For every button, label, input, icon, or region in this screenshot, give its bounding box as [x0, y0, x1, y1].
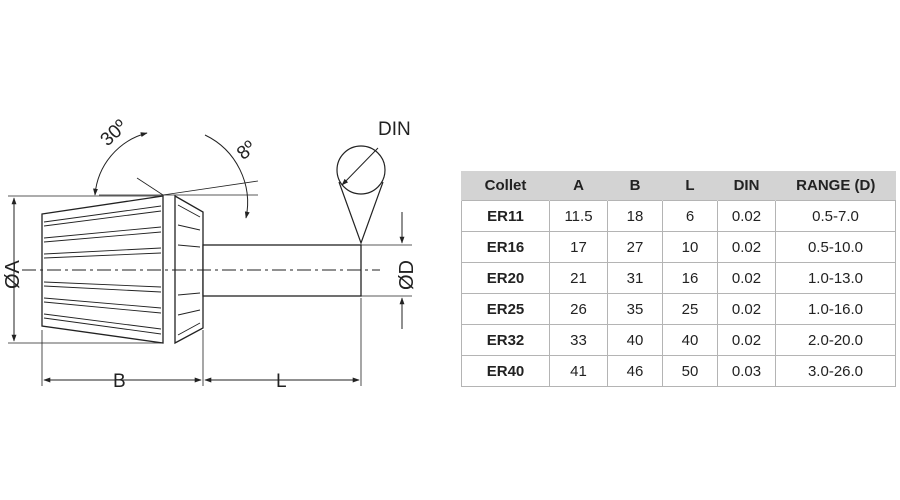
header-l: L — [662, 171, 718, 201]
din-gauge-pointer — [338, 181, 384, 245]
dia-a-label: ØA — [2, 259, 24, 289]
table-row: ER16 17 27 10 0.02 0.5-10.0 — [461, 231, 896, 263]
header-collet: Collet — [461, 171, 550, 201]
cell-b: 18 — [607, 200, 663, 232]
table-row: ER40 41 46 50 0.03 3.0-26.0 — [461, 355, 896, 387]
cell-b: 35 — [607, 293, 663, 325]
din-gauge-circle — [336, 145, 386, 195]
cell-collet: ER40 — [461, 355, 550, 387]
header-din: DIN — [717, 171, 776, 201]
table-header-row: Collet A B L DIN RANGE (D) — [461, 171, 896, 201]
angle-arc-8 — [204, 134, 250, 219]
din-label: DIN — [378, 119, 411, 140]
cell-a: 21 — [549, 262, 608, 294]
header-range: RANGE (D) — [775, 171, 896, 201]
cell-collet: ER25 — [461, 293, 550, 325]
cell-b: 46 — [607, 355, 663, 387]
shank-body — [202, 244, 362, 297]
table-row: ER20 21 31 16 0.02 1.0-13.0 — [461, 262, 896, 294]
collet-spec-table: Collet A B L DIN RANGE (D) ER11 11.5 18 … — [461, 171, 896, 387]
cell-range: 1.0-13.0 — [775, 262, 896, 294]
cell-range: 0.5-10.0 — [775, 231, 896, 263]
cell-a: 11.5 — [549, 200, 608, 232]
cell-b: 27 — [607, 231, 663, 263]
cell-collet: ER20 — [461, 262, 550, 294]
len-b-label: B — [113, 371, 126, 392]
cell-range: 2.0-20.0 — [775, 324, 896, 356]
cell-l: 50 — [662, 355, 718, 387]
cell-collet: ER32 — [461, 324, 550, 356]
cell-a: 41 — [549, 355, 608, 387]
cell-din: 0.02 — [717, 293, 776, 325]
cell-range: 3.0-26.0 — [775, 355, 896, 387]
header-b: B — [607, 171, 663, 201]
collet-drawing: 30º 8º DIN ØA ØD B L — [2, 116, 418, 392]
header-a: A — [549, 171, 608, 201]
cell-din: 0.02 — [717, 200, 776, 232]
collet-rear-body — [174, 194, 204, 345]
cell-b: 40 — [607, 324, 663, 356]
cell-l: 40 — [662, 324, 718, 356]
cell-a: 26 — [549, 293, 608, 325]
angle-label-30: 30º — [97, 116, 132, 151]
table-row: ER25 26 35 25 0.02 1.0-16.0 — [461, 293, 896, 325]
cell-range: 1.0-16.0 — [775, 293, 896, 325]
dia-d-label: ØD — [396, 260, 418, 290]
cell-din: 0.02 — [717, 231, 776, 263]
cell-din: 0.02 — [717, 262, 776, 294]
cell-collet: ER16 — [461, 231, 550, 263]
len-l-label: L — [276, 371, 287, 392]
angle-arc-30 — [93, 132, 148, 196]
cell-din: 0.03 — [717, 355, 776, 387]
table-row: ER32 33 40 40 0.02 2.0-20.0 — [461, 324, 896, 356]
table-row: ER11 11.5 18 6 0.02 0.5-7.0 — [461, 200, 896, 232]
cell-collet: ER11 — [461, 200, 550, 232]
cell-a: 33 — [549, 324, 608, 356]
cell-l: 10 — [662, 231, 718, 263]
collet-slots — [43, 204, 201, 336]
cell-l: 6 — [662, 200, 718, 232]
cell-din: 0.02 — [717, 324, 776, 356]
cell-l: 25 — [662, 293, 718, 325]
angle-label-8: 8º — [233, 137, 260, 164]
cell-a: 17 — [549, 231, 608, 263]
cell-b: 31 — [607, 262, 663, 294]
cell-l: 16 — [662, 262, 718, 294]
cell-range: 0.5-7.0 — [775, 200, 896, 232]
